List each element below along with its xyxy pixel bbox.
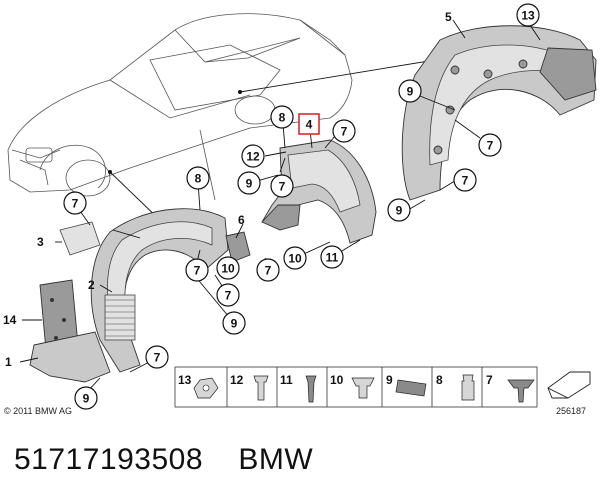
callout-7-circle (216, 283, 240, 307)
callout-7-circle (453, 168, 477, 192)
callout-7: 7 (487, 139, 494, 153)
arrow-icon (547, 371, 591, 399)
hardware-10-label: 10 (330, 373, 344, 387)
front-upper-wheel-arch-liner (261, 139, 377, 244)
callout-10: 10 (221, 262, 235, 276)
callout-7: 7 (279, 180, 286, 194)
callout-7-circle (185, 258, 209, 282)
clip-12-icon (253, 375, 269, 401)
callout-7: 7 (72, 197, 79, 211)
copyright-text: © 2011 BMW AG (4, 406, 72, 416)
callout-10-circle (216, 256, 240, 280)
callout-7: 7 (265, 264, 272, 278)
callout-7: 7 (341, 125, 348, 139)
callout-9-circle (74, 386, 98, 410)
callout-9: 9 (396, 204, 403, 218)
part-number: 51717193508 (14, 443, 204, 476)
hardware-8-label: 8 (436, 373, 443, 387)
car-outline-illustration (7, 13, 353, 201)
diagram-id: 256187 (556, 406, 586, 416)
brand-name: BMW (238, 443, 314, 476)
callout-9-circle (222, 311, 246, 335)
callout-8: 8 (195, 172, 202, 186)
part-1-deflector (29, 331, 111, 383)
front-lower-wheel-arch-liner (90, 208, 229, 373)
hardware-13-label: 13 (178, 373, 192, 387)
callout-9-circle (387, 198, 411, 222)
callout-9: 9 (231, 317, 238, 331)
screw-7-icon (507, 379, 535, 403)
part-number-caption: 51717193508 BMW (14, 443, 313, 483)
callout-7-circle (145, 345, 169, 369)
screw-11-icon (305, 375, 317, 403)
rivet-10-icon (351, 377, 375, 399)
callout-7-circle (332, 119, 356, 143)
clip-nut-9-icon (395, 379, 427, 397)
highlighted-part-box (298, 113, 320, 135)
hardware-7-label: 7 (486, 373, 493, 387)
callout-7: 7 (225, 289, 232, 303)
callout-13: 13 (521, 9, 535, 23)
callout-10: 10 (288, 252, 302, 266)
parts-diagram: 5 13 9 7 7 9 8 4 7 12 9 7 6 10 7 10 11 (3, 3, 597, 416)
callout-7-circle (270, 174, 294, 198)
callout-9-circle (398, 79, 422, 103)
hardware-12-label: 12 (230, 373, 244, 387)
callout-8-circle (270, 105, 294, 129)
callout-7-circle (256, 258, 280, 282)
callout-7: 7 (194, 264, 201, 278)
part-3-cover (59, 221, 101, 256)
leader-car-to-rear-arch (239, 57, 448, 93)
callout-4-highlighted: 4 (306, 118, 313, 132)
hardware-9-label: 9 (386, 373, 393, 387)
hardware-legend-strip: 13 12 11 10 9 8 7 (174, 366, 591, 408)
leader-dot (238, 90, 242, 94)
callout-8: 8 (279, 111, 286, 125)
expanding-rivet-8-icon (461, 374, 475, 401)
callout-9: 9 (407, 85, 414, 99)
callout-1: 1 (5, 355, 12, 369)
hardware-11-label: 11 (280, 373, 293, 387)
callout-12: 12 (246, 150, 260, 164)
callout-10-circle (283, 246, 307, 270)
callout-11: 11 (326, 251, 339, 265)
callout-9: 9 (246, 177, 253, 191)
callout-2: 2 (88, 278, 95, 292)
callout-6: 6 (238, 213, 245, 227)
callout-7: 7 (462, 174, 469, 188)
rear-wheel-arch-liner (401, 25, 597, 201)
callouts: 5 13 9 7 7 9 8 4 7 12 9 7 6 10 7 10 11 (3, 3, 540, 410)
leader-dot (108, 170, 112, 174)
callout-9-circle (237, 171, 261, 195)
callout-7: 7 (154, 351, 161, 365)
callout-14: 14 (3, 313, 17, 327)
callout-7-circle (478, 133, 502, 157)
callout-11-circle (320, 245, 344, 269)
callout-3: 3 (37, 235, 44, 249)
callout-7-circle (63, 191, 87, 215)
callout-13-circle (516, 3, 540, 27)
hardware-strip-frame (174, 366, 538, 408)
arrow-tip-icon (547, 387, 568, 399)
callout-5: 5 (445, 10, 452, 24)
callout-8-circle (186, 166, 210, 190)
callout-9: 9 (83, 392, 90, 406)
callout-12-circle (241, 144, 265, 168)
